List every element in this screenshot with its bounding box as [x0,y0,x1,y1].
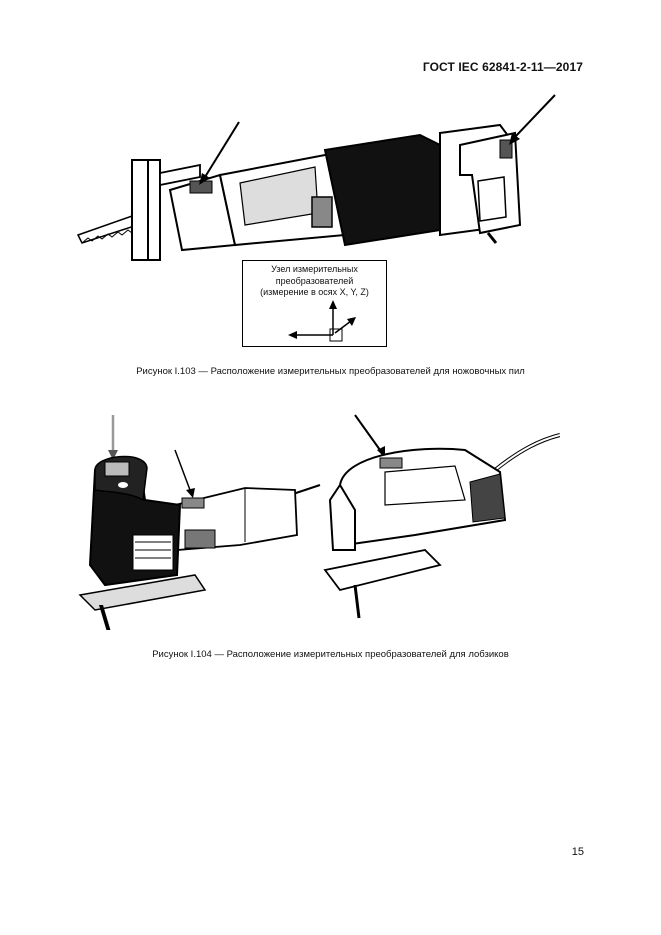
sensor-legend-text: Узел измерительных преобразователей (изм… [260,264,369,297]
jigsaw-left-illustration [78,415,321,630]
figure-104-caption: Рисунок I.104 — Расположение измерительн… [152,649,509,660]
reciprocating-saw-illustration [76,94,556,261]
sensor-legend-box: Узел измерительных преобразователей (изм… [242,260,387,347]
page-number: 15 [571,846,584,858]
xyz-axes-diagram [288,300,356,342]
figure-103-caption: Рисунок I.103 — Расположение измерительн… [136,366,525,377]
standard-designation: ГОСТ IEC 62841-2-11—2017 [422,60,583,74]
jigsaw-right-illustration [323,414,560,619]
